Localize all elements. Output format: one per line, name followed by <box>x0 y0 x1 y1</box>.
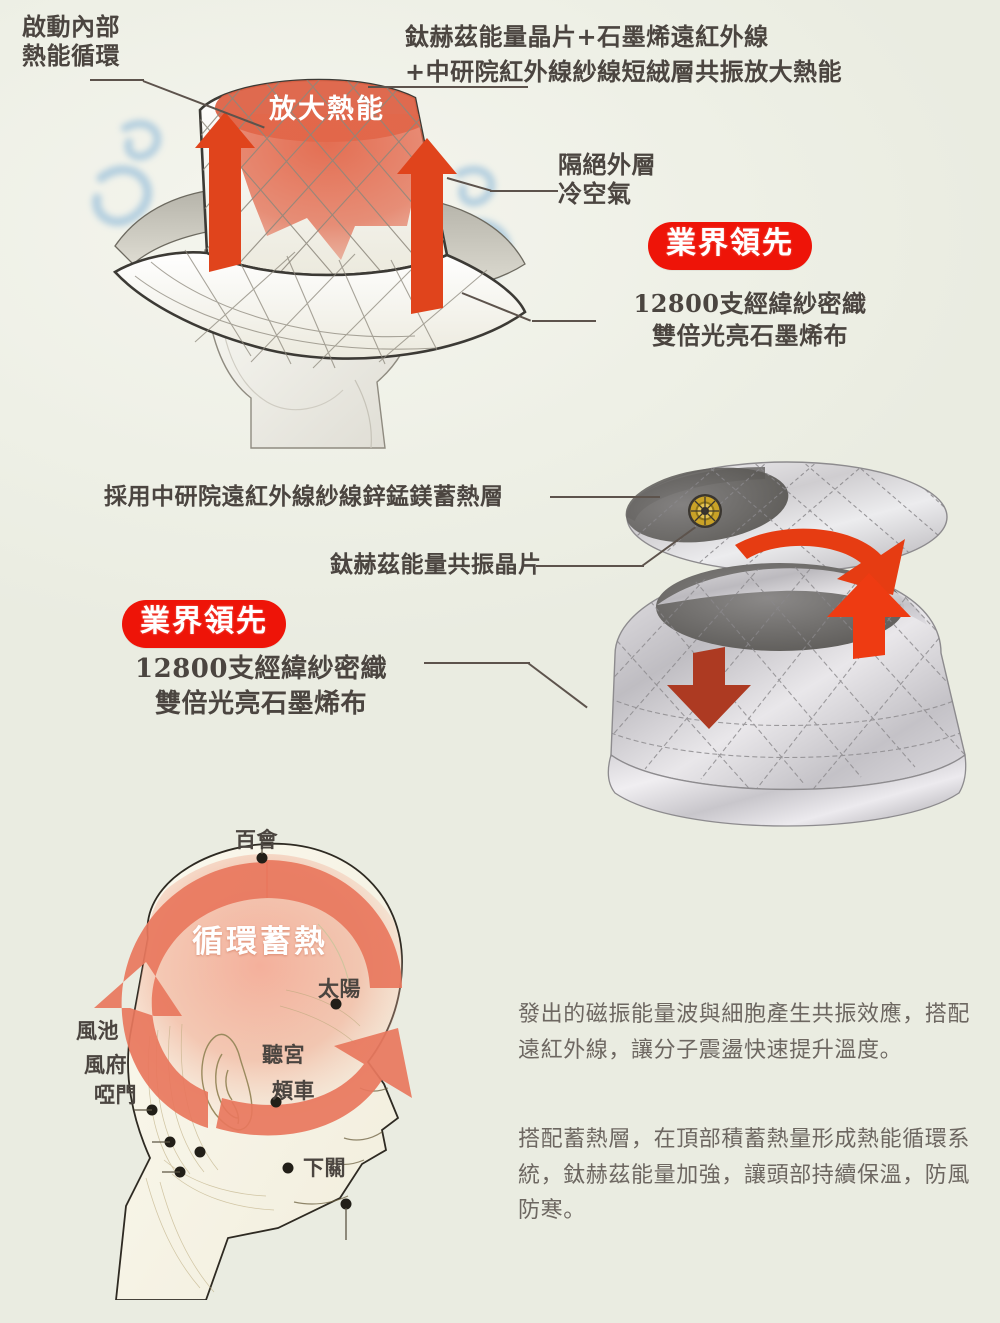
badge-industry-leading-middle: 業界領先 <box>122 600 286 648</box>
quilt-grid-brim <box>134 249 488 369</box>
label-cold-air: 隔絕外層 冷空氣 <box>558 150 656 209</box>
energy-chip-emblem <box>688 494 722 528</box>
exploded-hat-illustration <box>607 461 967 827</box>
acupoint-label-taiyang: 太陽 <box>318 976 361 1001</box>
acupoint-leaders <box>134 836 347 1240</box>
acupoint-label-fengchi: 風池 <box>76 1018 119 1043</box>
leader-line-resonance-chip <box>536 565 644 567</box>
acupoint-dot-tinggong <box>270 1096 282 1108</box>
top-illustration: 放大熱能 <box>92 78 527 449</box>
acupoint-label-yamen: 啞門 <box>94 1082 137 1107</box>
acupoint-dot-taiyang <box>330 998 342 1010</box>
head-acupoint-diagram <box>94 836 412 1300</box>
description-paragraph-2: 搭配蓄熱層，在頂部積蓄熱量形成熱能循環系統，鈦赫茲能量加強，讓頭部持續保溫，防風… <box>518 1127 971 1224</box>
badge-industry-leading-top: 業界領先 <box>648 222 812 270</box>
acupoint-dot-fengfu2 <box>194 1146 206 1158</box>
badge-caption-middle: 12800支經緯紗密織 雙倍光亮石墨烯布 <box>135 654 387 720</box>
detachable-crown <box>625 461 948 573</box>
acupoint-label-xiaguan: 下關 <box>303 1155 346 1180</box>
acupoint-dot-jiache <box>282 1162 294 1174</box>
heat-cycle-arrows-middle <box>667 528 911 729</box>
label-resonance-chip: 鈦赫茲能量共振晶片 <box>330 551 542 578</box>
heat-arrow-right <box>397 138 457 314</box>
leader-line-internal-heat <box>90 79 144 81</box>
acupoint-dot-xiaguan <box>340 1198 352 1210</box>
badge-label: 業界領先 <box>648 222 812 270</box>
head-overlay-label: 循環蓄熱 <box>192 924 328 960</box>
leader-line-fabric-top <box>532 320 596 322</box>
badge-caption-top: 12800支經緯紗密織 雙倍光亮石墨烯布 <box>633 289 867 351</box>
hat-overlay-label: 放大熱能 <box>268 93 385 125</box>
leader-line-heat-storage <box>550 496 660 498</box>
hat-body <box>607 563 967 827</box>
acupoint-label-tinggong: 聽宮 <box>262 1042 305 1067</box>
wind-swirl-left <box>92 119 162 227</box>
label-internal-heat-cycle: 啟動內部 熱能循環 <box>22 12 120 71</box>
badge-label: 業界領先 <box>122 600 286 648</box>
leader-line-chip <box>368 86 528 88</box>
heat-circulation-arrows <box>94 860 412 1136</box>
label-titanium-chip: 鈦赫茲能量晶片+石墨烯遠紅外線 +中研院紅外線紗線短絨層共振放大熱能 <box>405 22 843 86</box>
leader-line-cold-air <box>490 190 558 192</box>
label-heat-storage-layer: 採用中研院遠紅外線紗線鋅錳鎂蓄熱層 <box>104 483 504 510</box>
leader-line-fabric-middle <box>424 662 530 664</box>
acupoint-label-baihui: 百會 <box>235 827 278 852</box>
head-profile <box>115 842 403 1300</box>
acupoint-label-fengfu: 風府 <box>84 1052 127 1077</box>
acupoint-label-jiache: 頰車 <box>272 1078 315 1103</box>
heat-arrow-left <box>195 112 255 272</box>
acupoint-dot-baihui <box>256 852 268 864</box>
description-paragraph-1: 發出的磁振能量波與細胞產生共振效應，搭配遠紅外線，讓分子震盪快速提升溫度。 <box>518 1002 971 1063</box>
